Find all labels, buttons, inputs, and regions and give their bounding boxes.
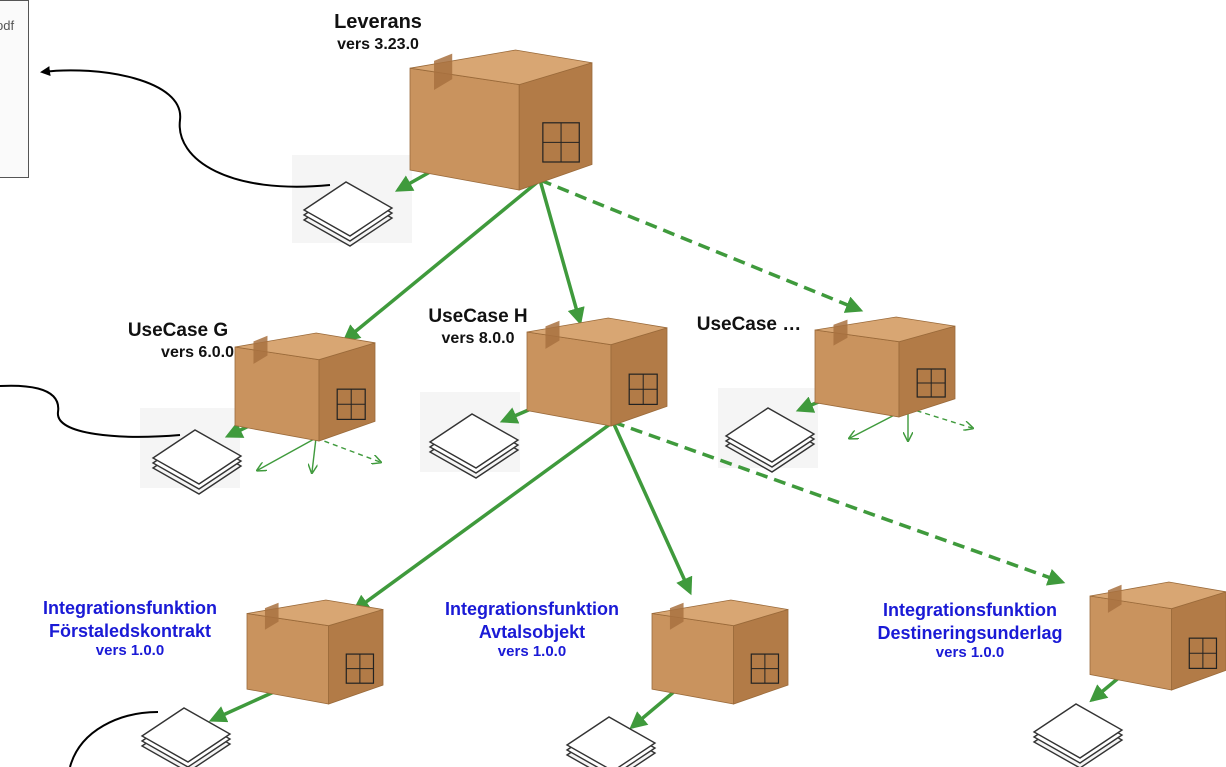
document-preview-panel: pdf [0, 0, 29, 178]
int-forstaled-box [246, 599, 384, 705]
usecase-more-name: UseCase … [696, 314, 802, 335]
usecase-h-to-int-forstaled-arrow [352, 420, 615, 613]
root-doc-connector [40, 66, 331, 188]
usecase-h-box [526, 317, 668, 427]
int-destinering-name2: Destineringsunderlag [877, 622, 1063, 643]
usecase-g-sub-mid-arrow [312, 437, 316, 472]
int-avtal-label: Integrationsfunktion Avtalsobjekt vers 1… [418, 598, 646, 662]
usecase-h-name: UseCase H [428, 306, 528, 327]
usecase-h-label: UseCase H vers 8.0.0 [414, 305, 542, 349]
root-name: Leverans [334, 11, 422, 33]
int-forstaled-label: Integrationsfunktion Förstaledskontrakt … [14, 597, 246, 661]
int-forstaled-name1: Integrationsfunktion [43, 598, 217, 618]
int-forstaled-name2: Förstaledskontrakt [48, 620, 212, 641]
usecase-g-sub-left-arrow [258, 437, 317, 470]
int-destinering-box [1089, 581, 1226, 691]
int-destinering-name1: Integrationsfunktion [883, 600, 1057, 620]
int-destinering-version: vers 1.0.0 [935, 644, 1005, 661]
document-preview-text: pdf [0, 18, 15, 33]
int-avtal-version: vers 1.0.0 [497, 643, 567, 660]
usecase-h-to-int-destinering-arrow [612, 420, 1066, 586]
usecase-g-name: UseCase G [127, 320, 229, 341]
root-to-usecase-h-arrow [538, 179, 585, 326]
usecase-h-to-int-avtal-arrow [611, 421, 693, 596]
int-avtal-name1: Integrationsfunktion [445, 599, 619, 619]
usecase-more-label: UseCase … [686, 313, 812, 337]
int-doc-connector [69, 711, 159, 767]
usecase-g-doc-connector [0, 384, 181, 438]
root-to-usecase-more-arrow [539, 178, 864, 313]
root-label: Leverans vers 3.23.0 [315, 10, 441, 55]
box-layer [234, 49, 1226, 705]
usecase-g-label: UseCase G vers 6.0.0 [122, 319, 234, 363]
int-destinering-document-icon [1033, 703, 1123, 767]
root-to-usecase-g-arrow [342, 178, 542, 343]
root-box [409, 49, 593, 191]
usecase-h-version: vers 8.0.0 [441, 329, 515, 347]
int-avtal-name2: Avtalsobjekt [478, 621, 586, 642]
int-forstaled-version: vers 1.0.0 [95, 642, 165, 659]
usecase-more-sub-right-arrow [907, 407, 972, 428]
usecase-g-box [234, 332, 376, 442]
usecase-g-sub-right-arrow [315, 437, 380, 462]
int-avtal-box [651, 599, 789, 705]
usecase-more-box [814, 316, 956, 418]
usecase-g-version: vers 6.0.0 [161, 343, 234, 361]
int-avtal-document-icon [566, 716, 656, 767]
root-version: vers 3.23.0 [337, 36, 419, 53]
black-connectors [0, 66, 331, 767]
int-destinering-label: Integrationsfunktion Destineringsunderla… [852, 599, 1088, 663]
